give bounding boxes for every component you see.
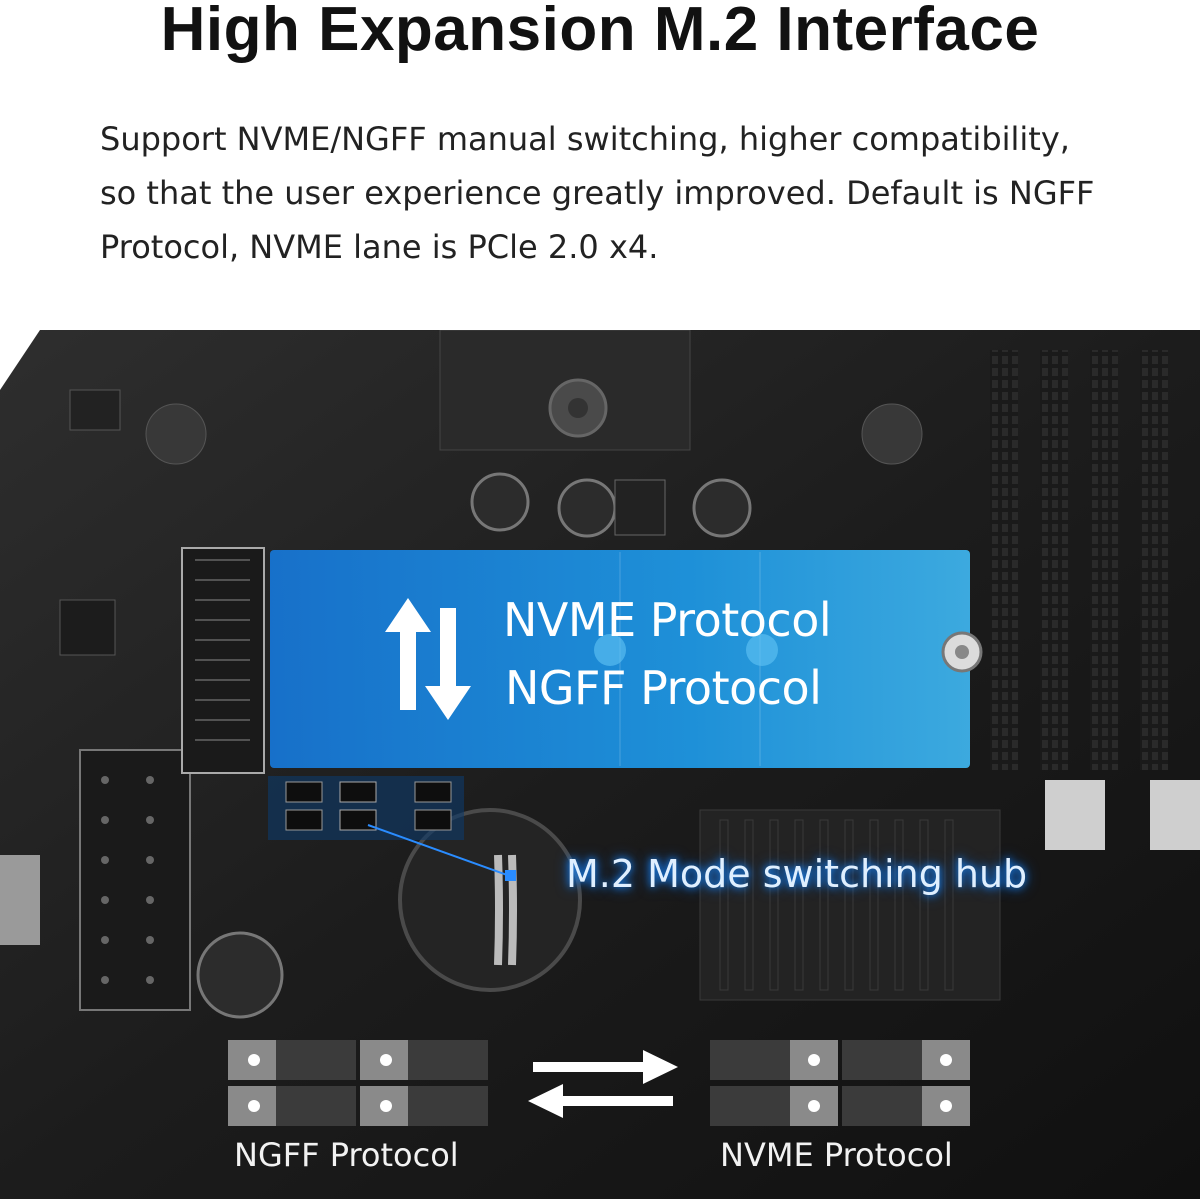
swap-arrows-icon	[528, 1050, 678, 1118]
jumper-diagram-ngff	[228, 1040, 488, 1126]
motherboard-illustration	[0, 330, 1200, 1199]
ngff-jumper-label: NGFF Protocol	[234, 1136, 459, 1174]
description-line-1: Support NVME/NGFF manual switching, high…	[100, 120, 1070, 158]
description-line-2: so that the user experience greatly impr…	[100, 174, 1095, 212]
dram-slots	[990, 350, 1200, 850]
nvme-protocol-label: NVME Protocol	[503, 593, 832, 647]
capacitors	[470, 472, 752, 538]
jumper-diagram-nvme	[710, 1040, 970, 1126]
description: Support NVME/NGFF manual switching, high…	[100, 112, 1160, 274]
hub-pointer-line	[367, 824, 511, 877]
motherboard-photo	[0, 330, 1200, 1199]
hub-pointer-dot	[505, 870, 516, 881]
nvme-jumper-label: NVME Protocol	[720, 1136, 953, 1174]
jumper-pins	[285, 781, 452, 831]
switch-arrows-icon	[385, 598, 471, 720]
cmos-battery	[398, 808, 582, 992]
hub-label: M.2 Mode switching hub	[566, 852, 1028, 896]
page-title: High Expansion M.2 Interface	[160, 0, 1040, 64]
description-line-3: Protocol, NVME lane is PCle 2.0 x4.	[100, 228, 659, 266]
ngff-protocol-label: NGFF Protocol	[505, 661, 822, 715]
usb-header	[79, 749, 191, 1011]
